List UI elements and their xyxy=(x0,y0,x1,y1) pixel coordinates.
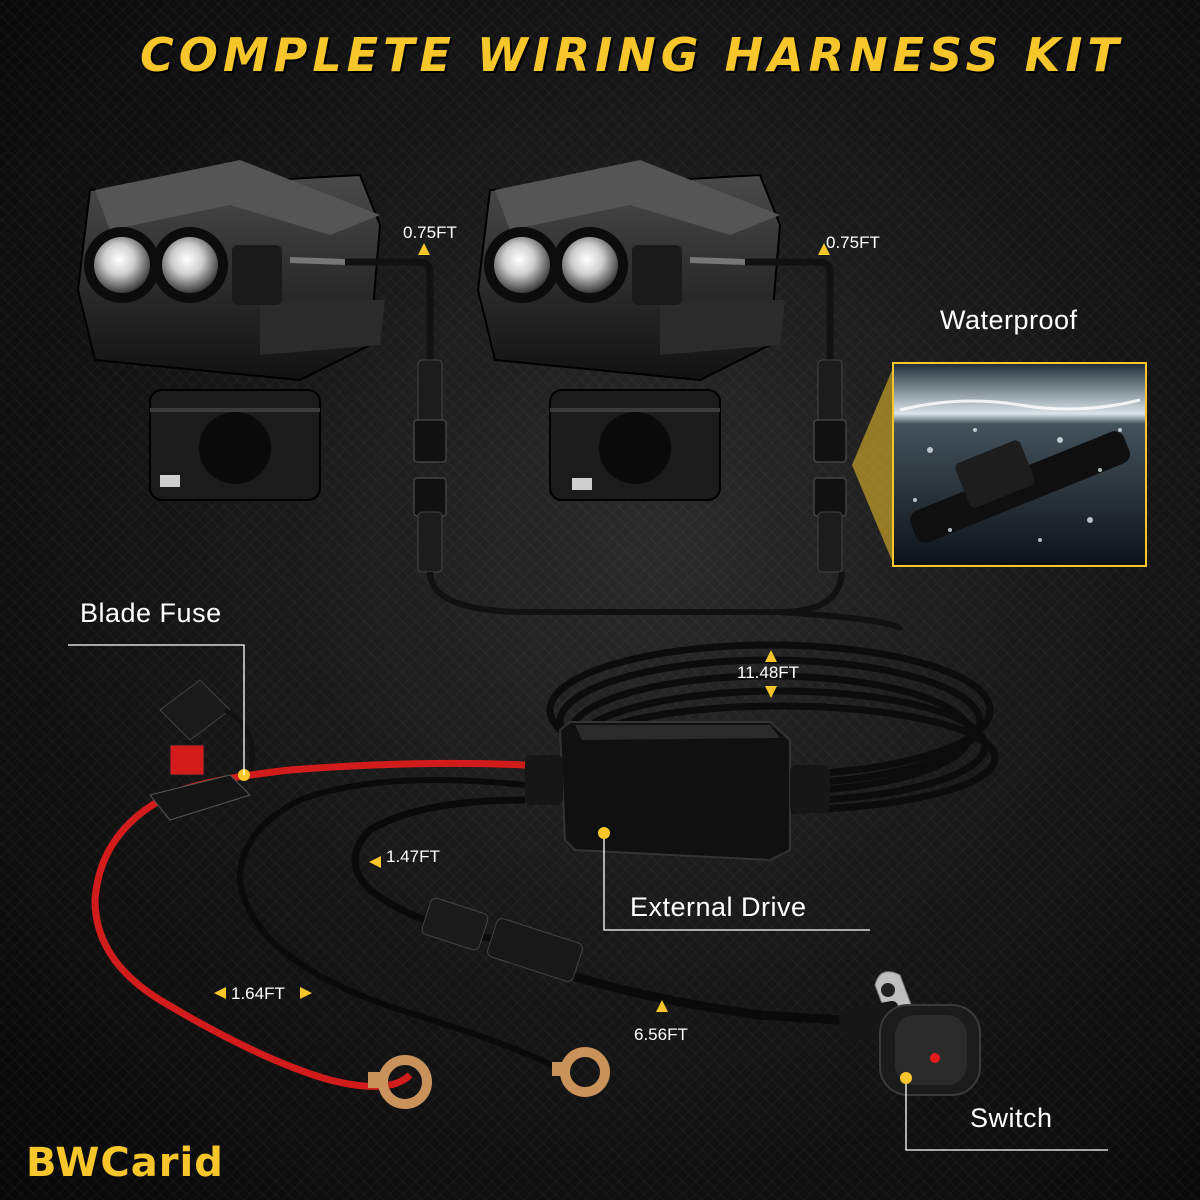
blade-fuse-label: Blade Fuse xyxy=(80,598,222,628)
brand-logo: BWCarid xyxy=(26,1140,224,1186)
right-light-length: 0.75FT xyxy=(826,233,880,252)
red-power-wire xyxy=(91,759,526,1090)
ring-terminals xyxy=(368,1047,610,1109)
page-title: COMPLETE WIRING HARNESS KIT xyxy=(140,28,1124,82)
external-drive-label: External Drive xyxy=(630,892,807,922)
ground-wire-length: 1.47FT xyxy=(386,847,440,866)
left-light-length: 0.75FT xyxy=(403,223,457,242)
right-fog-light xyxy=(476,160,785,501)
power-wire-length: 1.64FT xyxy=(231,984,285,1003)
external-drive-box xyxy=(525,721,830,862)
switch-wire-length: 6.56FT xyxy=(634,1025,688,1044)
switch-label: Switch xyxy=(970,1103,1053,1133)
waterproof-inset xyxy=(852,362,1147,567)
blade-fuse-holder xyxy=(149,679,255,821)
switch-wire xyxy=(351,796,531,954)
black-ground-wire xyxy=(236,777,572,1078)
callout-dots xyxy=(598,827,912,1084)
left-fog-light xyxy=(76,160,385,501)
main-cable-length: 11.48FT xyxy=(737,663,800,682)
dimension-markers xyxy=(214,243,830,1012)
callout-lines xyxy=(68,644,1108,1151)
right-connector xyxy=(813,359,847,573)
waterproof-label: Waterproof xyxy=(940,305,1078,335)
left-connector xyxy=(413,359,447,573)
